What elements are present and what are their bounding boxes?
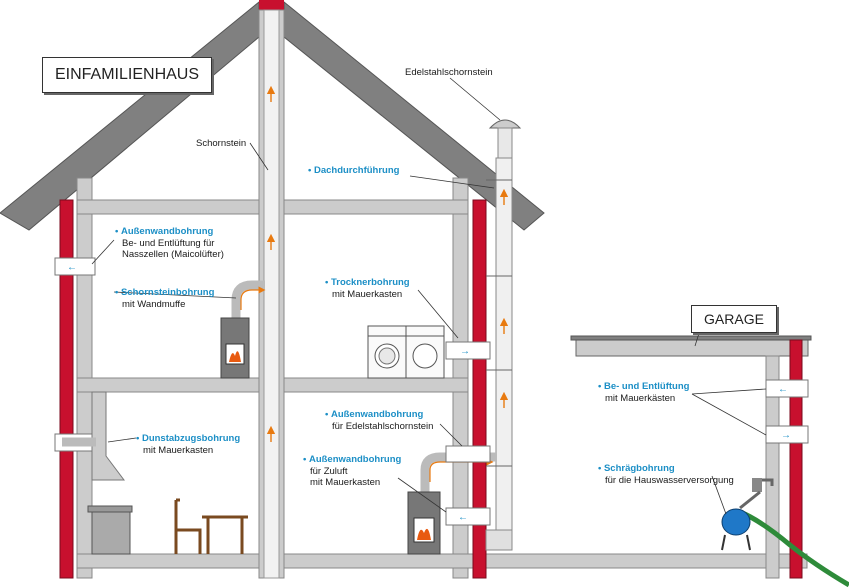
stainless-chimney bbox=[495, 157, 513, 549]
chimney-hood bbox=[488, 119, 522, 129]
kitchen-counter bbox=[91, 509, 131, 555]
label-stainless-chimney: Edelstahlschornstein bbox=[405, 67, 493, 78]
label-garage-ventilation: Be- und Entlüftung mit Mauerkästen bbox=[598, 381, 689, 404]
garage-title: GARAGE bbox=[691, 305, 777, 333]
chimney-flue bbox=[263, 9, 280, 579]
table bbox=[202, 515, 248, 554]
svg-text:←: ← bbox=[67, 262, 77, 273]
svg-text:←: ← bbox=[778, 384, 788, 395]
dryer-box bbox=[445, 341, 491, 360]
label-chimney: Schornstein bbox=[196, 138, 247, 149]
kitchen-hood bbox=[91, 391, 125, 481]
house-title: EINFAMILIENHAUS bbox=[42, 57, 212, 93]
garage-roof bbox=[575, 337, 809, 357]
label-diagonal-drilling: Schrägbohrung für die Hauswasserversorgu… bbox=[598, 463, 734, 486]
chimney-cap bbox=[259, 0, 284, 10]
tap bbox=[752, 478, 762, 492]
stainless-wall-box bbox=[445, 445, 491, 463]
label-outer-wall-drilling-2: Außenwandbohrung für Edelstahlschornstei… bbox=[325, 409, 433, 432]
stainless-chimney-top bbox=[497, 127, 513, 159]
house-right-outer-wall bbox=[472, 199, 487, 579]
roof-left bbox=[0, 0, 260, 231]
garage-outer-wall bbox=[789, 339, 803, 579]
label-roof-penetration: Dachdurchführung bbox=[308, 165, 400, 177]
ground-floor bbox=[76, 553, 808, 569]
svg-text:→: → bbox=[781, 430, 791, 441]
label-hood-drilling: Dunstabzugsbohrung mit Mauerkasten bbox=[136, 433, 240, 456]
label-outer-wall-drilling-1: Außenwandbohrung Be- und Entlüftung für … bbox=[115, 226, 224, 261]
house-left-outer-wall bbox=[59, 199, 74, 579]
svg-text:←: ← bbox=[458, 512, 468, 523]
label-dryer-drilling: Trocknerbohrung mit Mauerkasten bbox=[325, 277, 410, 300]
chair bbox=[174, 498, 202, 554]
label-outer-wall-drilling-3: Außenwandbohrung für Zuluft mit Mauerkas… bbox=[303, 454, 401, 489]
label-chimney-drilling: Schornsteinbohrung mit Wandmuffe bbox=[115, 287, 214, 310]
vent-box-upper bbox=[54, 257, 96, 276]
svg-text:→: → bbox=[460, 346, 470, 357]
supply-air-box bbox=[445, 507, 491, 526]
garage-wall bbox=[765, 355, 780, 579]
garden-hose bbox=[739, 509, 849, 588]
water-pump bbox=[721, 508, 751, 536]
label-roof-penetration-title: Dachdurchführung bbox=[308, 165, 400, 177]
leader-lines bbox=[91, 77, 767, 515]
